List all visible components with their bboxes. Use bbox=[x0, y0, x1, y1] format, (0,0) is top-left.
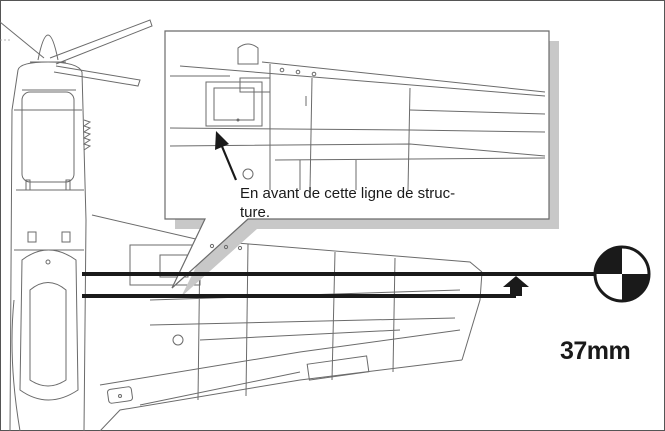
callout-line-2: ture. bbox=[240, 204, 271, 221]
callout-caption: En avant de cette ligne de struc- ture. bbox=[240, 184, 540, 222]
arrow-up-icon bbox=[503, 276, 529, 296]
cg-reference-lines bbox=[82, 272, 596, 298]
wing-outline bbox=[91, 214, 483, 431]
pointer-arrow-icon bbox=[215, 131, 238, 181]
inset-structure-drawing bbox=[169, 43, 546, 191]
callout-line-1: En avant de cette ligne de struc- bbox=[240, 185, 456, 202]
fuselage-outline bbox=[0, 19, 153, 431]
cg-distance-label: 37mm bbox=[560, 337, 631, 365]
zoom-callout bbox=[164, 30, 559, 297]
cg-symbol-icon bbox=[593, 245, 651, 303]
